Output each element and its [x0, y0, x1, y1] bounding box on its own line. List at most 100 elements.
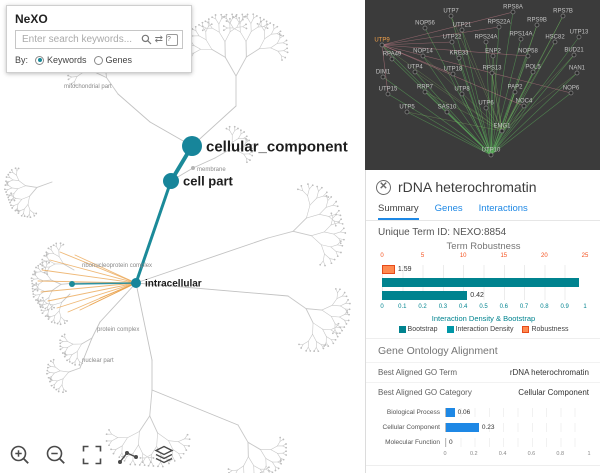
gene-label[interactable]: UTP9	[374, 38, 390, 44]
gene-label[interactable]: UTP10	[482, 148, 501, 154]
gene-label[interactable]: UTP15	[379, 87, 398, 93]
gene-node[interactable]	[459, 27, 465, 33]
gene-node[interactable]	[518, 36, 524, 42]
gene-node[interactable]	[456, 55, 462, 61]
gene-label[interactable]: RPS8A	[503, 5, 523, 11]
gene-label[interactable]: SAS10	[438, 105, 457, 111]
term-label[interactable]: cell part	[183, 174, 234, 189]
search-icon[interactable]	[141, 34, 152, 45]
term-node-cellular-component[interactable]	[182, 136, 202, 156]
gene-node[interactable]	[560, 13, 566, 19]
gene-label[interactable]: UTP4	[407, 65, 423, 71]
layers-button[interactable]	[152, 443, 176, 467]
gene-label[interactable]: NOP14	[413, 49, 433, 55]
gene-label[interactable]: RPS7B	[553, 9, 573, 15]
gene-label[interactable]: UTP8	[454, 87, 470, 93]
gene-label[interactable]: UTP6	[478, 101, 494, 107]
gene-node[interactable]	[448, 13, 454, 19]
gene-label[interactable]: POL5	[525, 65, 541, 71]
gene-node[interactable]	[379, 42, 385, 48]
tree-small-label[interactable]: ribonucleoprotein complex	[82, 263, 152, 269]
gene-label[interactable]: RPA49	[383, 52, 402, 58]
gene-node[interactable]	[510, 9, 516, 15]
gene-node[interactable]	[571, 52, 577, 58]
gene-node[interactable]	[512, 89, 518, 95]
gene-node[interactable]	[412, 69, 418, 75]
gene-label[interactable]: NOP6	[563, 86, 580, 92]
gene-label[interactable]: PAP2	[508, 85, 524, 91]
zoom-out-button[interactable]	[44, 443, 68, 467]
gene-node[interactable]	[389, 56, 395, 62]
gene-node[interactable]	[488, 152, 494, 158]
gene-node[interactable]	[420, 53, 426, 59]
gene-node[interactable]	[521, 103, 527, 109]
tab-summary[interactable]: Summary	[378, 203, 419, 220]
gene-label[interactable]: UTP13	[570, 30, 589, 36]
gene-node[interactable]	[490, 53, 496, 59]
gene-node[interactable]	[380, 74, 386, 80]
gene-node[interactable]	[525, 53, 531, 59]
gene-label[interactable]: NOC4	[516, 99, 533, 105]
gene-label[interactable]: UTP5	[399, 105, 415, 111]
gene-label[interactable]: UTP22	[443, 35, 462, 41]
gene-label[interactable]: ENP2	[485, 49, 501, 55]
cluster-term-node[interactable]	[69, 281, 75, 287]
gene-node[interactable]	[444, 109, 450, 115]
gene-label[interactable]: DIM1	[376, 70, 391, 76]
gene-label[interactable]: RPS9B	[527, 18, 547, 24]
gene-node[interactable]	[404, 109, 410, 115]
radio-keywords[interactable]: Keywords	[35, 55, 87, 65]
zoom-in-button[interactable]	[8, 443, 32, 467]
tree-small-label[interactable]: protein complex	[97, 327, 139, 333]
close-icon[interactable]: ✕	[376, 179, 391, 195]
term-label[interactable]: cellular_component	[206, 138, 348, 155]
gene-label[interactable]: HSC82	[545, 35, 565, 41]
gene-label[interactable]: UTP21	[453, 23, 472, 29]
membrane-node[interactable]	[191, 166, 195, 170]
gene-label[interactable]: RPS14A	[509, 32, 532, 38]
gene-node[interactable]	[530, 69, 536, 75]
gene-node[interactable]	[483, 39, 489, 45]
term-node-cell-part[interactable]	[163, 173, 179, 189]
gene-node[interactable]	[496, 24, 502, 30]
gene-node[interactable]	[552, 39, 558, 45]
gene-label[interactable]: NOP58	[518, 49, 538, 55]
gene-network-canvas[interactable]: UTP7 RPS8A RPS7B NOP56 UTP21 RPS22A RPS9B UTP13…	[365, 0, 600, 170]
gene-label[interactable]: RPS22A	[487, 20, 510, 26]
tab-genes[interactable]: Genes	[434, 203, 463, 214]
subtree-path-button[interactable]	[116, 443, 140, 467]
tree-small-label[interactable]: mitochondrial part	[64, 84, 112, 90]
gene-node[interactable]	[483, 105, 489, 111]
gene-node[interactable]	[534, 22, 540, 28]
tree-small-label[interactable]: nuclear part	[82, 358, 114, 364]
gene-label[interactable]: NOP56	[415, 21, 435, 27]
radio-genes[interactable]: Genes	[93, 55, 132, 65]
gene-node[interactable]	[459, 91, 465, 97]
search-input[interactable]	[20, 33, 138, 46]
gene-label[interactable]: BUD21	[564, 48, 584, 54]
term-label[interactable]: intracellular	[145, 279, 202, 290]
gene-label[interactable]: EMG1	[493, 124, 511, 130]
tab-interactions[interactable]: Interactions	[478, 203, 528, 214]
gene-label[interactable]: NAN1	[569, 66, 586, 72]
help-icon[interactable]: ?	[166, 33, 178, 46]
fit-screen-button[interactable]	[80, 443, 104, 467]
gene-label[interactable]: RPS24A	[474, 35, 497, 41]
gene-node[interactable]	[576, 34, 582, 40]
tree-small-label[interactable]: membrane	[197, 167, 226, 173]
gene-node[interactable]	[422, 89, 428, 95]
gene-node[interactable]	[449, 39, 455, 45]
gene-node[interactable]	[499, 128, 505, 134]
gene-label[interactable]: RPS13	[482, 66, 502, 72]
gene-node[interactable]	[422, 25, 428, 31]
term-node-intracellular[interactable]	[131, 278, 141, 288]
gene-label[interactable]: RRP7	[417, 85, 434, 91]
gene-node[interactable]	[489, 70, 495, 76]
gene-node[interactable]	[450, 71, 456, 77]
gene-label[interactable]: KRE33	[449, 51, 469, 57]
radio-keywords-circle[interactable]	[35, 55, 45, 65]
gene-node[interactable]	[385, 91, 391, 97]
radio-genes-circle[interactable]	[93, 55, 103, 65]
gene-label[interactable]: UTP7	[443, 9, 459, 15]
